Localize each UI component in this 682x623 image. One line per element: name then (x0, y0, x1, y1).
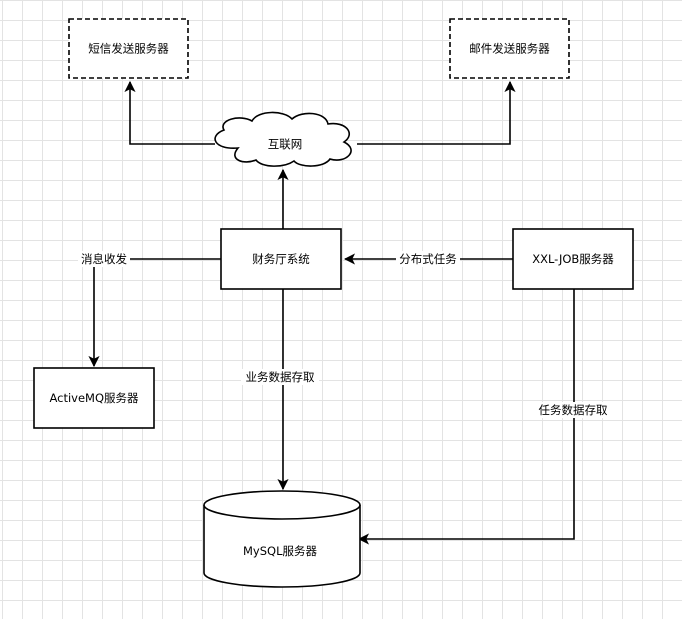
edge-label-business-data-access-text: 业务数据存取 (246, 370, 315, 384)
node-sms-server-label: 短信发送服务器 (88, 42, 169, 56)
edge-label-message-send-receive: 消息收发 (78, 251, 130, 267)
node-finance-system-label: 财务厅系统 (252, 252, 310, 266)
edge-label-distributed-task: 分布式任务 (396, 251, 460, 267)
node-internet-cloud[interactable]: 互联网 (214, 111, 352, 167)
node-xxl-job-server-label: XXL-JOB服务器 (532, 252, 614, 266)
edge-internet-to-sms (124, 80, 215, 145)
node-xxl-job-server[interactable]: XXL-JOB服务器 (512, 228, 634, 290)
node-finance-system[interactable]: 财务厅系统 (220, 228, 342, 290)
edge-label-message-send-receive-text: 消息收发 (81, 252, 127, 266)
node-mysql-server[interactable]: MySQL服务器 (203, 490, 361, 588)
node-activemq-server[interactable]: ActiveMQ服务器 (33, 367, 155, 429)
node-sms-server[interactable]: 短信发送服务器 (68, 18, 189, 79)
edge-label-distributed-task-text: 分布式任务 (399, 252, 457, 266)
edge-label-task-data-access: 任务数据存取 (534, 402, 612, 418)
edge-label-business-data-access: 业务数据存取 (241, 369, 319, 385)
edge-label-task-data-access-text: 任务数据存取 (539, 403, 608, 417)
node-mail-server[interactable]: 邮件发送服务器 (449, 18, 570, 79)
edge-finance-to-activemq (88, 258, 221, 368)
edge-xxljob-to-mysql (357, 289, 575, 545)
node-mail-server-label: 邮件发送服务器 (469, 42, 550, 56)
node-activemq-server-label: ActiveMQ服务器 (49, 391, 139, 405)
node-internet-label: 互联网 (268, 137, 303, 151)
edge-internet-to-mail (357, 80, 516, 145)
node-mysql-server-label: MySQL服务器 (243, 544, 317, 558)
